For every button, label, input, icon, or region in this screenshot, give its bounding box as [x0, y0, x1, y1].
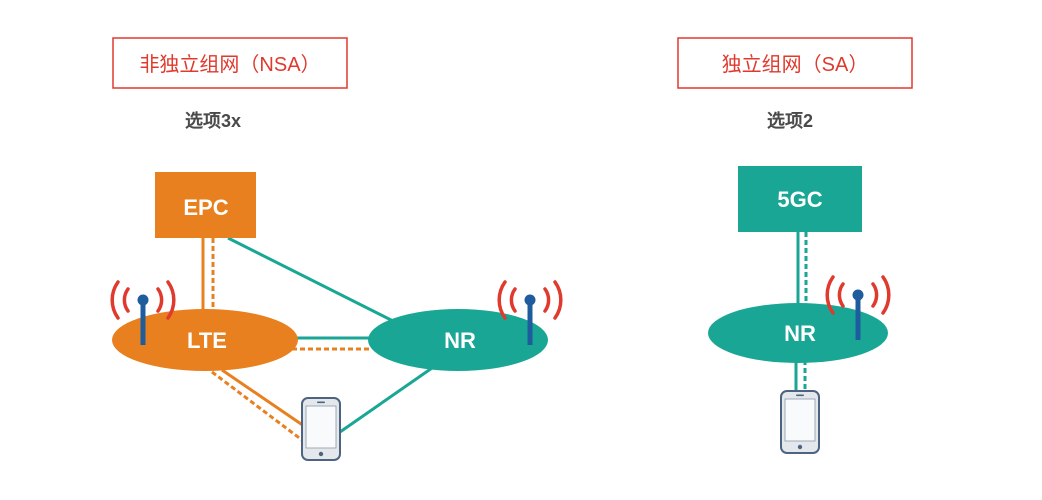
- epc-core-node: EPC: [155, 172, 256, 238]
- sa-option-label: 选项2: [767, 111, 813, 131]
- sa-title-box: 独立组网（SA）: [677, 37, 913, 89]
- epc-nr-link: [227, 236, 396, 324]
- nsa-nr-label: NR: [444, 328, 476, 353]
- nsa-option-label: 选项3x: [185, 111, 241, 131]
- sa-title: 独立组网（SA）: [722, 53, 869, 76]
- nsa-nr-node: NR: [368, 309, 548, 371]
- nsa-links: [201, 236, 433, 442]
- sa-section: 独立组网（SA） 选项2 5GC NR: [677, 37, 913, 454]
- epc-label: EPC: [183, 195, 228, 220]
- lte-label: LTE: [187, 328, 227, 353]
- lte-node: LTE: [112, 309, 298, 371]
- 5gc-core-node: 5GC: [738, 166, 862, 232]
- sa-nr-label: NR: [784, 321, 816, 346]
- nr-phone-link: [339, 366, 433, 434]
- nsa-section: 非独立组网（NSA） 选项3x EPC LTE NR: [110, 37, 563, 461]
- lte-phone-control-plane-link: [211, 370, 303, 442]
- phone-icon: [301, 397, 341, 461]
- sa-links: [794, 232, 808, 393]
- nsa-title-box: 非独立组网（NSA）: [112, 37, 348, 89]
- 5gc-label: 5GC: [777, 187, 822, 212]
- lte-phone-user-plane-link: [221, 368, 305, 428]
- sa-nr-node: NR: [708, 303, 888, 363]
- phone-icon: [780, 390, 820, 454]
- nsa-title: 非独立组网（NSA）: [139, 53, 320, 76]
